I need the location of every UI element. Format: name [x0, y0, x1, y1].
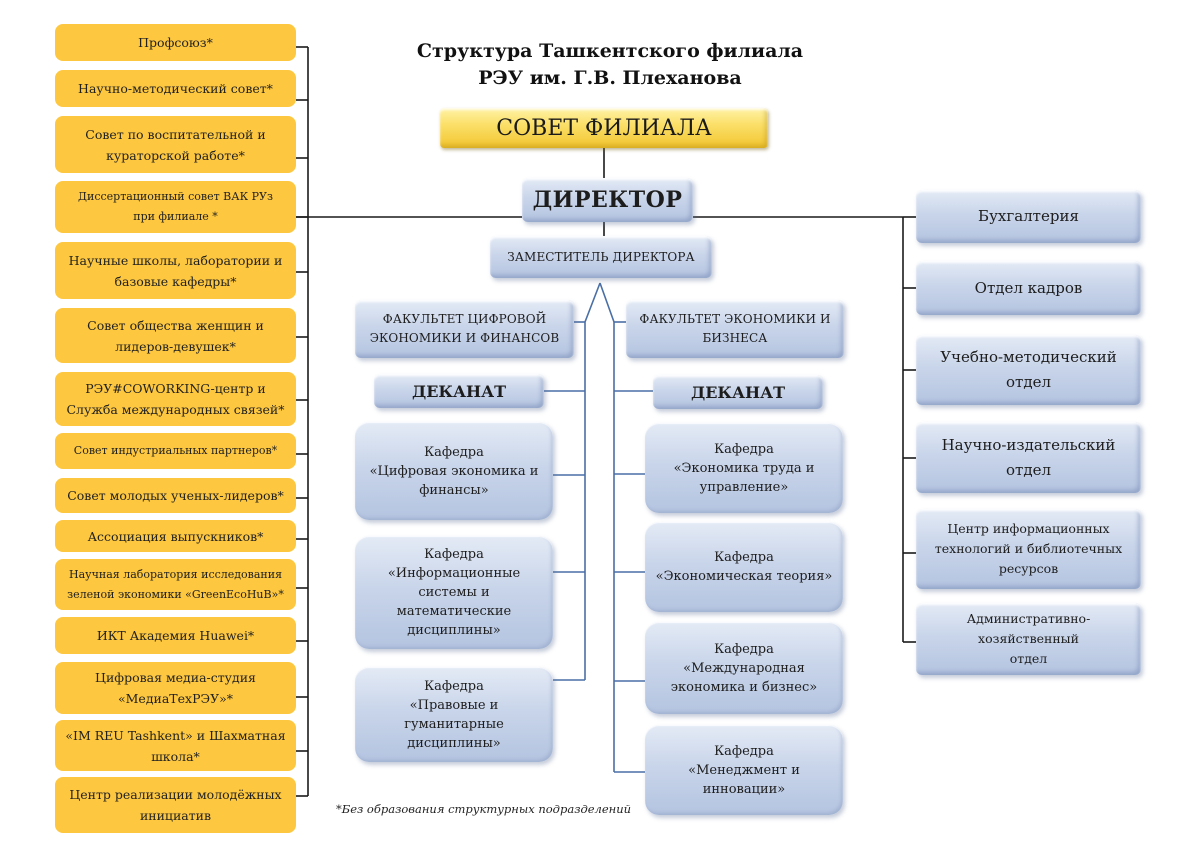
- right-faculty-trunk: [599, 282, 615, 772]
- left-unit[interactable]: Диссертационный совет ВАК РУз при филиал…: [55, 181, 296, 233]
- administrative-economic-box[interactable]: Административно- хозяйственный отдел: [916, 603, 1141, 675]
- faculty-digital-economy-box[interactable]: ФАКУЛЬТЕТ ЦИФРОВОЙ ЭКОНОМИКИ И ФИНАНСОВ: [355, 300, 574, 358]
- deputy-director-box[interactable]: ЗАМЕСТИТЕЛЬ ДИРЕКТОРА: [490, 236, 712, 278]
- page-title: Структура Ташкентского филиала РЭУ им. Г…: [416, 40, 804, 89]
- branch-council-box[interactable]: СОВЕТ ФИЛИАЛА: [440, 108, 768, 148]
- admin-connectors: [296, 46, 916, 797]
- left-unit[interactable]: Профсоюз*: [55, 24, 296, 61]
- left-unit[interactable]: Совет по воспитательной и кураторской ра…: [55, 116, 296, 173]
- department-box[interactable]: Кафедра «Международная экономика и бизне…: [645, 622, 843, 714]
- deanery-left-box[interactable]: ДЕКАНАТ: [374, 374, 544, 408]
- faculty-economics-business-box[interactable]: ФАКУЛЬТЕТ ЭКОНОМИКИ И БИЗНЕСА: [626, 300, 844, 358]
- deanery-right-box[interactable]: ДЕКАНАТ: [653, 375, 823, 409]
- director-box[interactable]: ДИРЕКТОР: [522, 178, 693, 222]
- left-unit[interactable]: Ассоциация выпускников*: [55, 520, 296, 552]
- academic-connectors: [544, 282, 653, 773]
- it-library-center-box[interactable]: Центр информационных технологий и библио…: [916, 509, 1141, 589]
- department-box[interactable]: Кафедра «Правовые и гуманитарные дисципл…: [355, 667, 553, 762]
- left-unit[interactable]: ИКТ Академия Huawei*: [55, 617, 296, 654]
- department-box[interactable]: Кафедра «Экономическая теория»: [645, 522, 843, 612]
- left-unit[interactable]: Научная лаборатория исследования зеленой…: [55, 559, 296, 610]
- scientific-publishing-box[interactable]: Научно-издательский отдел: [916, 422, 1141, 493]
- left-faculty-trunk: [584, 282, 601, 680]
- left-unit[interactable]: РЭУ#COWORKING-центр и Служба международн…: [55, 372, 296, 426]
- accounting-box[interactable]: Бухгалтерия: [916, 190, 1141, 243]
- left-unit[interactable]: Совет индустриальных партнеров*: [55, 433, 296, 469]
- department-box[interactable]: Кафедра «Цифровая экономика и финансы»: [355, 422, 553, 520]
- department-box[interactable]: Кафедра «Информационные системы и матема…: [355, 536, 553, 649]
- department-box[interactable]: Кафедра «Менеджмент и инновации»: [645, 725, 843, 815]
- hr-department-box[interactable]: Отдел кадров: [916, 261, 1141, 315]
- left-unit[interactable]: Научно-методический совет*: [55, 70, 296, 107]
- left-unit[interactable]: Научные школы, лаборатории и базовые каф…: [55, 242, 296, 299]
- footnote: *Без образования структурных подразделен…: [336, 802, 632, 816]
- left-unit[interactable]: Совет молодых ученых-лидеров*: [55, 478, 296, 513]
- left-unit[interactable]: Цифровая медиа-студия «МедиаТехРЭУ»*: [55, 662, 296, 714]
- left-unit[interactable]: Совет общества женщин и лидеров-девушек*: [55, 308, 296, 363]
- left-unit[interactable]: Центр реализации молодёжных инициатив: [55, 777, 296, 833]
- department-box[interactable]: Кафедра «Экономика труда и управление»: [645, 423, 843, 513]
- academic-methodical-box[interactable]: Учебно-методический отдел: [916, 335, 1141, 405]
- left-unit[interactable]: «IM REU Tashkent» и Шахматная школа*: [55, 720, 296, 771]
